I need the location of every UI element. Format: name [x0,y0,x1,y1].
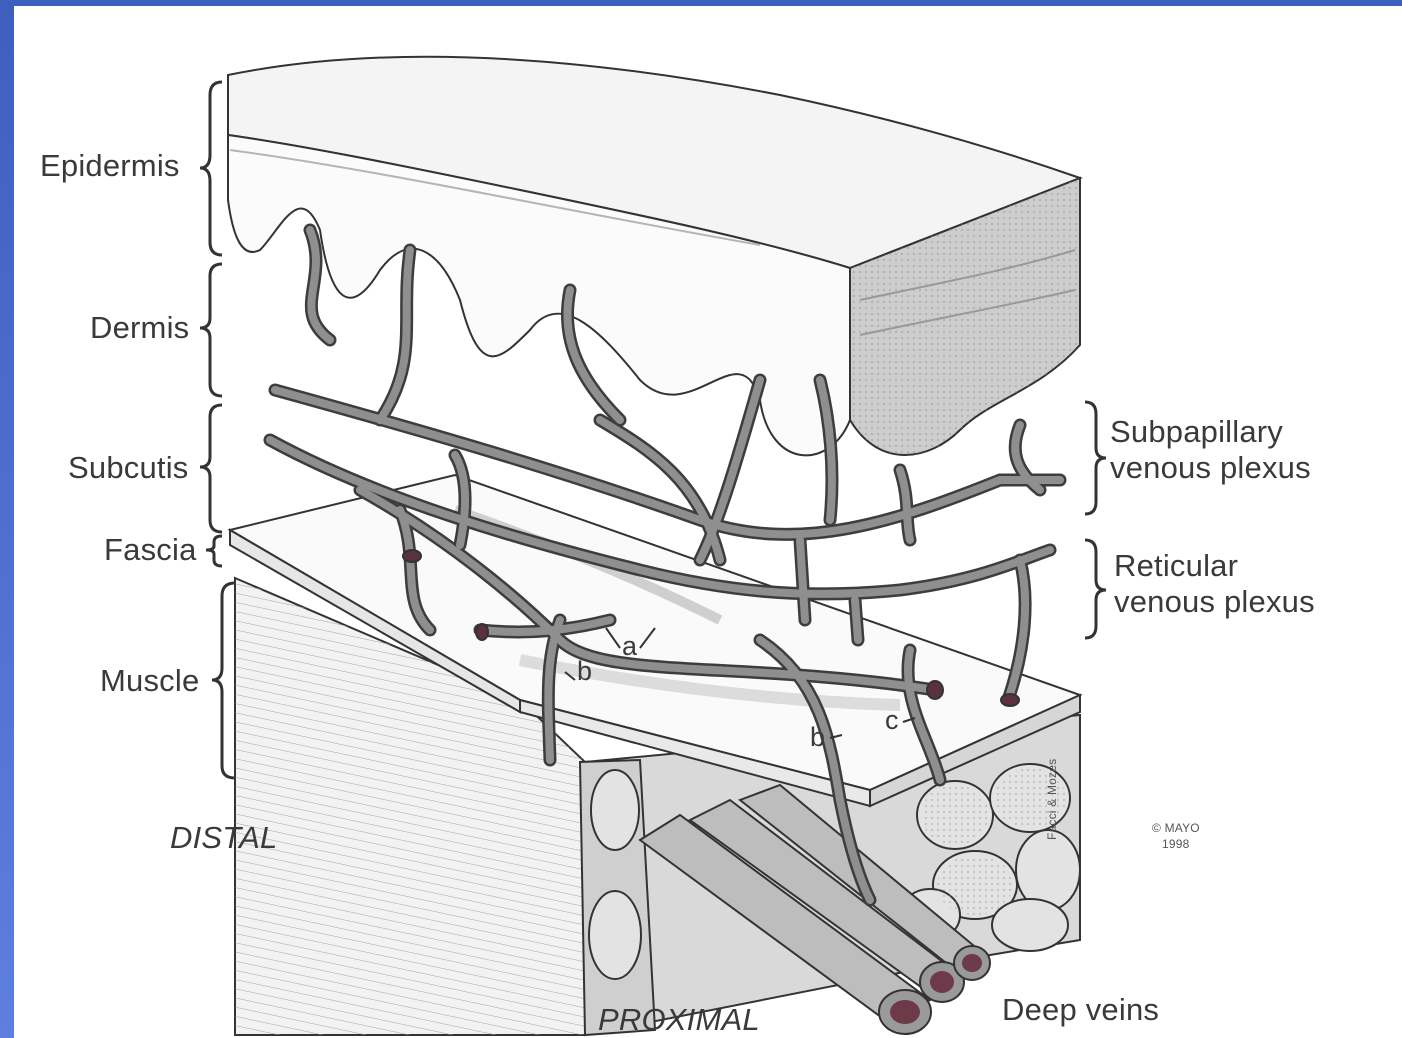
skin-block [228,57,1080,456]
label-subpapillary-1: Subpapillary [1110,416,1283,447]
label-subcutis: Subcutis [68,452,189,483]
marker-b-1: b [577,658,592,685]
marker-b-2: b [810,724,825,751]
artist-credit: Facci & Mozes [1046,759,1058,840]
label-proximal: PROXIMAL [598,1004,760,1035]
label-dermis: Dermis [90,312,189,343]
copyright-line-1: © MAYO [1152,822,1200,834]
marker-c: c [885,707,899,734]
marker-a: a [622,633,637,660]
label-distal: DISTAL [170,822,277,853]
label-fascia: Fascia [104,534,197,565]
label-subpapillary-2: venous plexus [1110,452,1311,483]
label-epidermis: Epidermis [40,150,180,181]
label-deep-veins: Deep veins [1002,994,1159,1025]
label-muscle: Muscle [100,665,199,696]
label-reticular-2: venous plexus [1114,586,1315,617]
label-reticular-1: Reticular [1114,550,1238,581]
copyright-line-2: 1998 [1162,838,1190,850]
curly-brace-icon-right [1085,402,1106,638]
